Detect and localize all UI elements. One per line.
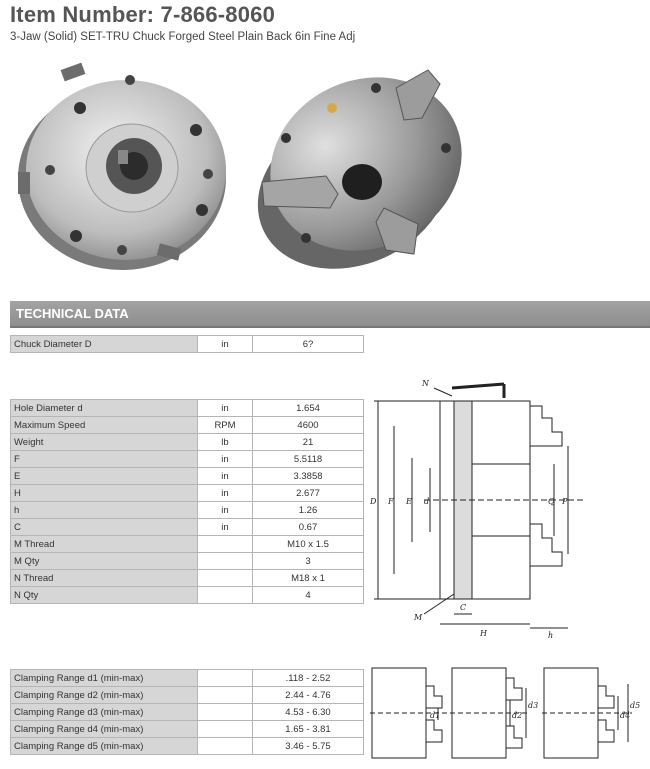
spec-label: M Thread: [10, 535, 198, 553]
chuck-section-drawing: N D F E d Q P M C H h: [369, 379, 584, 640]
spec-unit: [197, 586, 253, 604]
drawing-label-P: P: [561, 497, 568, 506]
table-row: Clamping Range d4 (min-max) 1.65 - 3.81: [10, 720, 364, 738]
spec-unit: in: [197, 484, 253, 502]
chuck-photo-angled: [257, 69, 462, 269]
drawing-label-C: C: [460, 603, 466, 612]
product-subtitle: 3-Jaw (Solid) SET-TRU Chuck Forged Steel…: [10, 31, 356, 43]
item-number-title: Item Number: 7-866-8060: [10, 2, 276, 27]
spec-label: N Thread: [10, 569, 198, 587]
spec-label: Maximum Speed: [10, 416, 198, 434]
drawing-label-h: h: [548, 631, 553, 640]
spec-unit: in: [197, 335, 253, 353]
spec-unit: [197, 552, 253, 570]
drawing-label-d2: d2: [512, 711, 522, 720]
spec-unit: [197, 535, 253, 553]
spec-label: Clamping Range d3 (min-max): [10, 703, 198, 721]
spec-value: 21: [252, 433, 364, 451]
spec-label: Chuck Diameter D: [10, 335, 198, 353]
spec-unit: [197, 737, 253, 755]
drawing-label-d5: d5: [630, 701, 640, 710]
spec-value: 4: [252, 586, 364, 604]
chuck-photo-front: [18, 62, 226, 270]
spec-label: E: [10, 467, 198, 485]
spec-value: 1.654: [252, 399, 364, 417]
spec-unit: in: [197, 518, 253, 536]
spec-value: 4.53 - 6.30: [252, 703, 364, 721]
drawing-label-d1: d1: [430, 711, 440, 720]
spec-label: Clamping Range d4 (min-max): [10, 720, 198, 738]
spec-label: h: [10, 501, 198, 519]
drawing-label-N: N: [421, 379, 430, 388]
spec-unit: [197, 569, 253, 587]
spec-unit: in: [197, 399, 253, 417]
spec-value: M10 x 1.5: [252, 535, 364, 553]
spec-unit: [197, 669, 253, 687]
drawing-label-M: M: [413, 613, 423, 622]
spec-value: M18 x 1: [252, 569, 364, 587]
spec-unit: in: [197, 501, 253, 519]
table-row: N Thread M18 x 1: [10, 569, 364, 587]
spec-unit: [197, 703, 253, 721]
spec-unit: [197, 720, 253, 738]
spec-unit: lb: [197, 433, 253, 451]
spec-label: Clamping Range d1 (min-max): [10, 669, 198, 687]
spec-value: 1.26: [252, 501, 364, 519]
table-row: N Qty 4: [10, 586, 364, 604]
spec-value: .118 - 2.52: [252, 669, 364, 687]
spec-value: 2.677: [252, 484, 364, 502]
drawing-label-Q: Q: [548, 497, 555, 506]
spec-unit: in: [197, 450, 253, 468]
spec-value: 4600: [252, 416, 364, 434]
table-row: M Thread M10 x 1.5: [10, 535, 364, 553]
spec-value: 1.65 - 3.81: [252, 720, 364, 738]
spec-value: 2.44 - 4.76: [252, 686, 364, 704]
spec-unit: in: [197, 467, 253, 485]
drawing-label-F: F: [387, 497, 394, 506]
spec-label: N Qty: [10, 586, 198, 604]
drawing-label-E: E: [405, 497, 412, 506]
clamping-range-drawings: d1 d2 d3 d4 d5: [370, 667, 640, 759]
spec-value: 3.3858: [252, 467, 364, 485]
drawing-label-d: d: [424, 497, 429, 506]
spec-value: 5.5118: [252, 450, 364, 468]
drawing-label-d4: d4: [620, 711, 630, 720]
spec-label: Hole Diameter d: [10, 399, 198, 417]
spec-label: Clamping Range d5 (min-max): [10, 737, 198, 755]
spec-label: F: [10, 450, 198, 468]
spec-label: Weight: [10, 433, 198, 451]
table-row: Clamping Range d3 (min-max) 4.53 - 6.30: [10, 703, 364, 721]
table-row: Clamping Range d5 (min-max) 3.46 - 5.75: [10, 737, 364, 755]
spec-label: Clamping Range d2 (min-max): [10, 686, 198, 704]
drawing-label-H: H: [479, 629, 488, 638]
spec-value: 0.67: [252, 518, 364, 536]
spec-value: 3.46 - 5.75: [252, 737, 364, 755]
spec-label: H: [10, 484, 198, 502]
table-row: Clamping Range d2 (min-max) 2.44 - 4.76: [10, 686, 364, 704]
spec-value: 6?: [252, 335, 364, 353]
table-row: M Qty 3: [10, 552, 364, 570]
drawing-label-D: D: [369, 497, 377, 506]
drawing-label-d3: d3: [528, 701, 538, 710]
spec-unit: RPM: [197, 416, 253, 434]
technical-data-title: TECHNICAL DATA: [16, 306, 129, 321]
table-row: Clamping Range d1 (min-max) .118 - 2.52: [10, 669, 364, 687]
spec-unit: [197, 686, 253, 704]
technical-data-header: TECHNICAL DATA: [10, 301, 650, 328]
spec-label: C: [10, 518, 198, 536]
spec-value: 3: [252, 552, 364, 570]
spec-label: M Qty: [10, 552, 198, 570]
